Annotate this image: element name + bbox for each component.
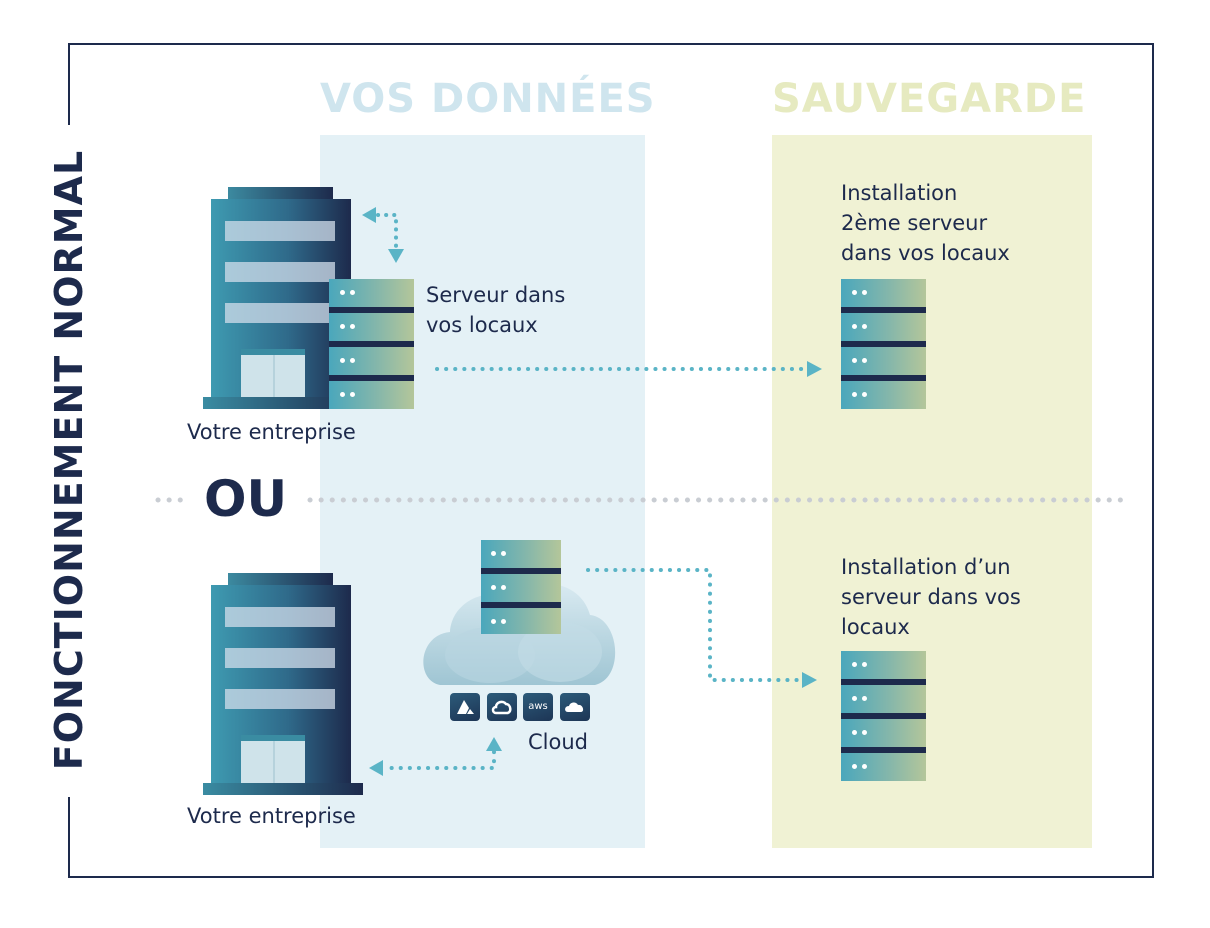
backup-label-top-line2: 2ème serveur bbox=[841, 211, 988, 235]
google-cloud-icon bbox=[487, 693, 517, 721]
backup-label-bottom-line3: locaux bbox=[841, 615, 910, 639]
backup-column bbox=[772, 135, 1092, 848]
arrowhead-down bbox=[388, 249, 404, 263]
local-server-icon bbox=[329, 279, 414, 410]
cloud-label: Cloud bbox=[528, 730, 588, 754]
arrowhead-left bbox=[362, 207, 376, 223]
data-column bbox=[320, 135, 645, 848]
aws-icon-text: aws bbox=[528, 701, 548, 712]
local-server-label-line2: vos locaux bbox=[426, 313, 538, 337]
backup-label-bottom-line1: Installation d’un bbox=[841, 555, 1011, 579]
backup-label-bottom-line2: serveur dans vos bbox=[841, 585, 1021, 609]
cloud-provider-icons: aws bbox=[450, 693, 595, 723]
company-label-top: Votre entreprise bbox=[187, 420, 356, 444]
backup-label-top-line3: dans vos locaux bbox=[841, 241, 1010, 265]
backup-column-header: SAUVEGARDE bbox=[772, 76, 1087, 122]
backup-label-top-line1: Installation bbox=[841, 181, 958, 205]
company-building-icon bbox=[203, 187, 363, 412]
azure-icon bbox=[450, 693, 480, 721]
cloud-server-icon bbox=[481, 540, 561, 640]
cloud-icon bbox=[423, 583, 616, 685]
local-server-label: Serveur dans vos locaux bbox=[426, 280, 565, 340]
aws-icon: aws bbox=[523, 693, 553, 721]
backup-server-icon-bottom bbox=[841, 651, 926, 782]
company-building-icon-bottom bbox=[203, 573, 363, 798]
backup-server-icon-top bbox=[841, 279, 926, 410]
arrowhead-right-top bbox=[807, 361, 822, 377]
arrowhead-right-bottom bbox=[802, 672, 817, 688]
building-server-connector bbox=[376, 213, 398, 250]
arrowhead-up bbox=[486, 737, 502, 751]
local-server-label-line1: Serveur dans bbox=[426, 283, 566, 307]
backup-label-top: Installation 2ème serveur dans vos locau… bbox=[841, 178, 1010, 268]
data-column-header: VOS DONNÉES bbox=[320, 76, 656, 122]
backup-label-bottom: Installation d’un serveur dans vos locau… bbox=[841, 552, 1021, 642]
cloud-building-connector bbox=[383, 750, 496, 770]
arrowhead-left-bottom bbox=[369, 760, 383, 776]
or-separator: OU bbox=[204, 470, 288, 528]
company-label-bottom: Votre entreprise bbox=[187, 804, 356, 828]
onedrive-icon bbox=[560, 693, 590, 721]
frame-gap bbox=[58, 125, 80, 797]
